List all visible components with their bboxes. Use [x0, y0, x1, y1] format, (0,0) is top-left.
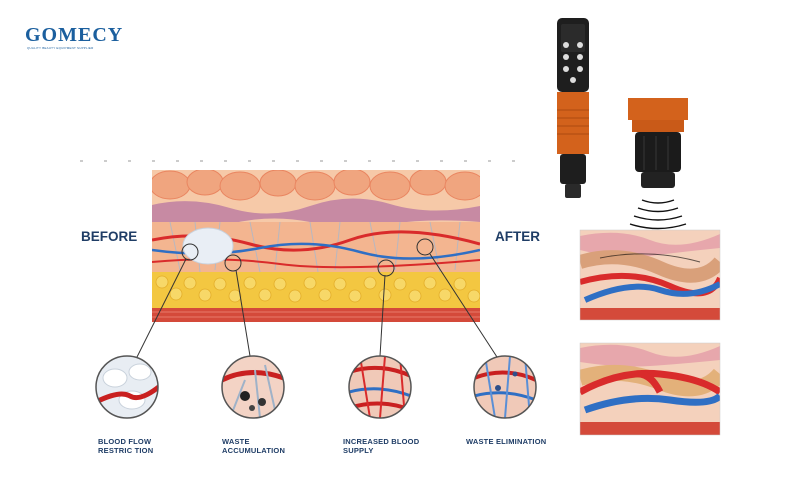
caption-line: BLOOD FLOW — [98, 437, 152, 446]
zoom-circle-waste-accumulation — [221, 355, 285, 419]
divider-dotted — [80, 160, 530, 162]
caption-line: WASTE — [222, 437, 250, 446]
caption-waste-elimination: WASTE ELIMINATION — [466, 437, 546, 446]
after-panel-top — [580, 230, 720, 320]
after-panel-bottom — [580, 343, 720, 435]
shockwave-applicator-closeup — [628, 98, 688, 230]
skin-cross-section — [152, 170, 480, 322]
caption-blood-flow-restriction: BLOOD FLOW RESTRIC TION — [98, 437, 153, 455]
zoom-circle-increased-blood-supply — [348, 355, 412, 419]
zoom-circle-blood-flow-restriction — [95, 355, 159, 419]
caption-increased-blood-supply: INCREASED BLOOD SUPPLY — [343, 437, 419, 455]
after-label: AFTER — [495, 229, 540, 244]
caption-line: SUPPLY — [343, 446, 374, 455]
zoom-markers — [136, 238, 498, 358]
before-label: BEFORE — [81, 229, 138, 244]
caption-line: RESTRIC TION — [98, 446, 154, 455]
caption-line: INCREASED BLOOD — [343, 437, 420, 446]
brand-logo: GOMECY — [25, 24, 124, 46]
caption-waste-accumulation: WASTE ACCUMULATION — [222, 437, 285, 455]
caption-line: ACCUMULATION — [222, 446, 286, 455]
caption-line: WASTE ELIMINATION — [466, 437, 547, 446]
shockwave-handpiece-device — [557, 18, 589, 198]
brand-tagline: QUALITY BEAUTY EQUIPMENT SUPPLIER — [27, 46, 94, 50]
zoom-circle-waste-elimination — [473, 355, 537, 419]
